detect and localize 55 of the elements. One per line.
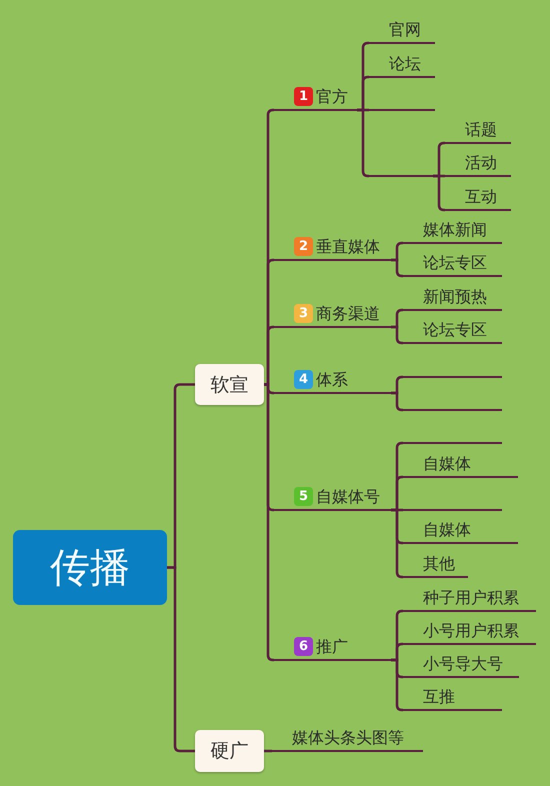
connector-line (264, 383, 274, 662)
branch-label: 论坛专区 (423, 321, 487, 340)
branch-topic (274, 485, 391, 512)
branch-label: 互推 (423, 688, 455, 706)
branch-label: 新闻预热 (423, 288, 487, 306)
branch-line (369, 108, 435, 112)
number-badge: 1 (294, 87, 313, 106)
branch-line (403, 408, 502, 412)
branch-label: 论坛专区 (423, 254, 487, 272)
branch-topic (274, 85, 357, 112)
branch-line (403, 376, 502, 378)
branch-label: 话题 (465, 121, 497, 140)
branch-label: 官网 (389, 21, 421, 40)
branch-topic (274, 302, 391, 328)
branch-topic (274, 635, 391, 662)
topic-label: 传播 (50, 544, 130, 590)
branch-line (369, 174, 433, 178)
branch-label: 媒体新闻 (423, 221, 487, 240)
branch-label: 种子用户积累 (423, 589, 519, 608)
branch-label: 体系 (316, 371, 348, 390)
number-badge: 3 (294, 304, 313, 324)
topic-box (195, 730, 264, 772)
branch-topic (274, 235, 391, 262)
branch-label: 自媒体 (423, 455, 471, 474)
branch-label: 推广 (316, 638, 348, 656)
branch-topic (274, 368, 391, 394)
branch-line (403, 442, 502, 444)
connector-line (264, 326, 274, 386)
branch-label: 小号导大号 (423, 655, 503, 674)
connector-line (391, 258, 404, 278)
branch-label: 论坛 (389, 55, 421, 74)
topic-label: 软宣 (210, 374, 248, 396)
central-topic-box (13, 530, 167, 605)
connector-line (264, 750, 272, 752)
branch-label: 其他 (423, 555, 455, 574)
connector-line (391, 326, 404, 344)
branch-label: 官方 (316, 88, 348, 106)
number-badge: 5 (294, 487, 313, 506)
branch-label: 商务渠道 (316, 305, 380, 324)
branch-label: 小号用户积累 (423, 622, 519, 640)
topic-box (195, 364, 264, 405)
connector-line (391, 508, 404, 578)
branch-label: 媒体头条头图等 (292, 729, 404, 748)
branch-line (403, 508, 502, 512)
number-badge: 4 (294, 370, 313, 390)
branch-label: 自媒体 (423, 521, 471, 540)
number-badge: 6 (294, 637, 313, 656)
branch-label: 自媒体号 (316, 488, 380, 506)
branch-label: 活动 (465, 154, 497, 172)
number-badge: 2 (294, 237, 313, 256)
connector-line (167, 566, 195, 752)
branch-label: 垂直媒体 (316, 238, 380, 256)
topic-label: 硬广 (210, 740, 248, 762)
branch-label: 互动 (465, 188, 497, 206)
connector-line (391, 392, 404, 412)
